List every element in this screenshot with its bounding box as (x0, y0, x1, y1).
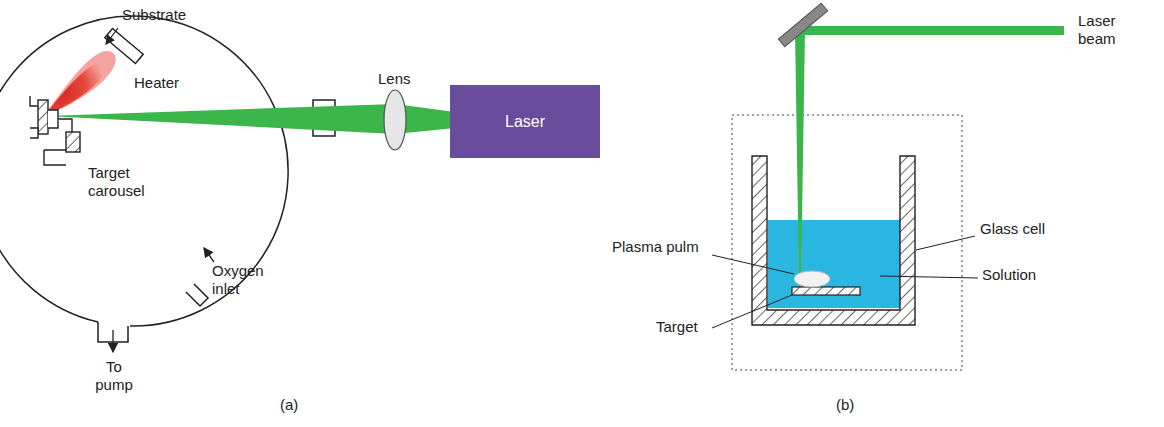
part-label: Heater (134, 74, 179, 92)
target-carousel (30, 96, 80, 165)
label-text: Solution (982, 266, 1036, 283)
node-text: Laser (505, 113, 545, 131)
label-text: Oxygen inlet (212, 262, 264, 297)
panel-label: (a) (280, 396, 298, 414)
part-label: Substrate (122, 6, 186, 24)
label-text: Target (656, 318, 698, 335)
label-text: Substrate (122, 6, 186, 23)
label-text: Glass cell (980, 220, 1045, 237)
part-label: Solution (982, 266, 1036, 284)
plasma-plume (794, 271, 830, 287)
part-label: Laser beam (1078, 12, 1132, 48)
solution (768, 220, 900, 308)
glass-cell (752, 156, 915, 325)
laser-beam-b (795, 26, 1064, 282)
substrate (105, 28, 143, 63)
part-label: Lens (378, 70, 411, 88)
lens (384, 90, 406, 150)
label-text: Target carousel (88, 164, 145, 199)
label-text: Heater (134, 74, 179, 91)
plume (44, 51, 116, 116)
label-text: Laser beam (1078, 12, 1116, 47)
label-text: Lens (378, 70, 411, 87)
label-text: To pump (95, 358, 133, 393)
target (792, 287, 860, 295)
part-label: Oxygen inlet (212, 262, 270, 298)
laser-box: Laser (450, 85, 600, 158)
enclosure (732, 115, 962, 370)
part-label: To pump (86, 358, 142, 394)
label-text: (a) (280, 396, 298, 413)
part-label: Plasma pulm (612, 238, 699, 256)
mirror (778, 3, 827, 47)
part-label: Glass cell (980, 220, 1045, 238)
label-text: (b) (836, 396, 854, 413)
part-label: Target (656, 318, 698, 336)
panel-label: (b) (836, 396, 854, 414)
leader-lines (712, 236, 978, 328)
vacuum-chamber (0, 16, 335, 352)
part-label: Target carousel (88, 164, 152, 200)
label-text: Plasma pulm (612, 238, 699, 255)
